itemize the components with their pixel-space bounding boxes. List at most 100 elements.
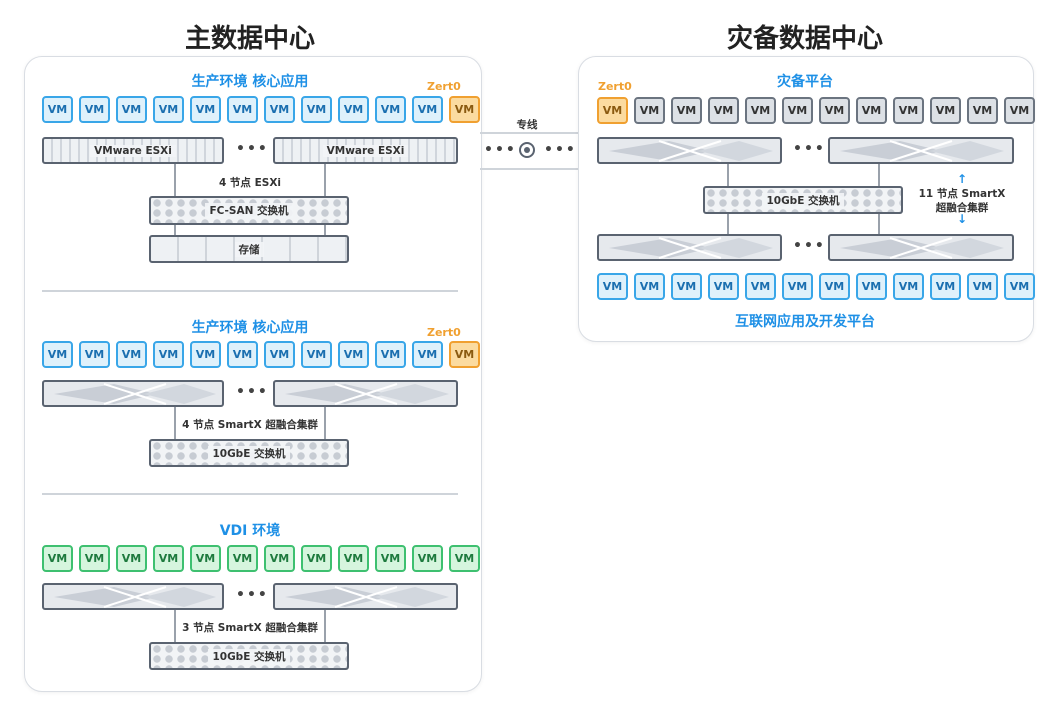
vm-box[interactable]: VM [338,341,369,368]
vm-box[interactable]: VM [264,545,295,572]
ellipsis: ••• [236,587,269,603]
ellipsis: ••• [793,238,826,254]
section-divider [42,493,458,495]
vm-box[interactable]: VM [264,96,295,123]
server-label: VMware ESXi [90,144,176,157]
vm-box[interactable]: VM [375,545,406,572]
vm-box[interactable]: VM [375,96,406,123]
vm-box[interactable]: VM [412,341,443,368]
vm-box[interactable]: VM [42,96,73,123]
sec3-10gbe-switch[interactable]: 10GbE 交换机 [149,642,349,670]
vm-box[interactable]: VM [338,545,369,572]
connector-line [174,164,176,196]
vm-box[interactable]: VM [79,545,110,572]
dr-bottom-title: 互联网应用及开发平台 [735,314,875,330]
vm-box[interactable]: VM [153,545,184,572]
vm-box[interactable]: VM [708,273,739,300]
vm-box[interactable]: VM [708,97,739,124]
vm-box[interactable]: VM [856,273,887,300]
vm-box[interactable]: VM [227,341,258,368]
node-x-graphic [840,237,1004,259]
dr-10gbe-switch[interactable]: 10GbE 交换机 [703,186,903,214]
dr-node-bottom-left[interactable] [597,234,782,261]
dr-node-top-right[interactable] [828,137,1014,164]
vm-box[interactable]: VM [967,273,998,300]
vm-box[interactable]: VM [634,273,665,300]
vm-box[interactable]: VM [338,96,369,123]
vm-box[interactable]: VM [190,341,221,368]
vm-box[interactable]: VM [930,97,961,124]
vm-box[interactable]: VM [227,96,258,123]
dr-zert-label: Zert0 [598,80,632,93]
connector-line [174,610,176,642]
vm-box[interactable]: VM [301,341,332,368]
sec1-title: 生产环境 核心应用 [191,74,309,90]
vm-box[interactable]: VM [893,97,924,124]
connector-line [878,214,880,234]
storage-array[interactable]: 存储 [149,235,349,263]
zerto-vm-box[interactable]: VM [449,96,480,123]
vm-box[interactable]: VM [42,545,73,572]
smartx-node-left[interactable] [42,380,224,407]
node-x-graphic [609,140,773,162]
vm-box[interactable]: VM [153,341,184,368]
vm-box[interactable]: VM [375,341,406,368]
vm-box[interactable]: VM [819,273,850,300]
connector-line [324,610,326,642]
sec2-10gbe-switch[interactable]: 10GbE 交换机 [149,439,349,467]
vdi-node-right[interactable] [273,583,458,610]
vm-box[interactable]: VM [597,273,628,300]
vm-box[interactable]: VM [1004,97,1035,124]
vm-box[interactable]: VM [671,273,702,300]
dr-node-top-left[interactable] [597,137,782,164]
vdi-node-left[interactable] [42,583,224,610]
vm-box[interactable]: VM [745,273,776,300]
node-x-graphic [54,383,216,405]
vm-box[interactable]: VM [79,341,110,368]
vm-box[interactable]: VM [190,545,221,572]
esxi-server-right[interactable]: VMware ESXi [273,137,458,164]
vm-box[interactable]: VM [301,96,332,123]
fc-san-switch[interactable]: FC-SAN 交换机 [149,196,349,225]
vm-box[interactable]: VM [116,96,147,123]
dr-cluster-label-2: 超融合集群 [935,202,989,214]
dr-node-bottom-right[interactable] [828,234,1014,261]
arrow-down-icon: ↓ [957,212,968,226]
vm-box[interactable]: VM [301,545,332,572]
vm-box[interactable]: VM [819,97,850,124]
vm-box[interactable]: VM [42,341,73,368]
vm-box[interactable]: VM [412,96,443,123]
sec3-cluster-label: 3 节点 SmartX 超融合集群 [182,622,318,634]
vm-box[interactable]: VM [79,96,110,123]
vm-box[interactable]: VM [1004,273,1035,300]
vm-box[interactable]: VM [967,97,998,124]
vm-box[interactable]: VM [782,273,813,300]
zerto-vm-box[interactable]: VM [597,97,628,124]
ellipsis: ••• [236,384,269,400]
sec3-vm-row: VM VM VM VM VM VM VM VM VM VM VM VM [42,545,480,572]
server-label: VMware ESXi [322,144,409,157]
vm-box[interactable]: VM [227,545,258,572]
vm-box[interactable]: VM [856,97,887,124]
link-dots-right: ••• [544,142,577,158]
vm-box[interactable]: VM [190,96,221,123]
connector-line [324,407,326,439]
vm-box[interactable]: VM [671,97,702,124]
vm-box[interactable]: VM [449,545,480,572]
vm-box[interactable]: VM [153,96,184,123]
connector-line [727,164,729,186]
vm-box[interactable]: VM [930,273,961,300]
vm-box[interactable]: VM [893,273,924,300]
smartx-node-right[interactable] [273,380,458,407]
vm-box[interactable]: VM [412,545,443,572]
vm-box[interactable]: VM [264,341,295,368]
storage-label: 存储 [234,241,264,257]
esxi-server-left[interactable]: VMware ESXi [42,137,224,164]
zerto-vm-box[interactable]: VM [449,341,480,368]
vm-box[interactable]: VM [745,97,776,124]
connector-line [174,225,176,235]
vm-box[interactable]: VM [634,97,665,124]
vm-box[interactable]: VM [116,341,147,368]
vm-box[interactable]: VM [116,545,147,572]
vm-box[interactable]: VM [782,97,813,124]
